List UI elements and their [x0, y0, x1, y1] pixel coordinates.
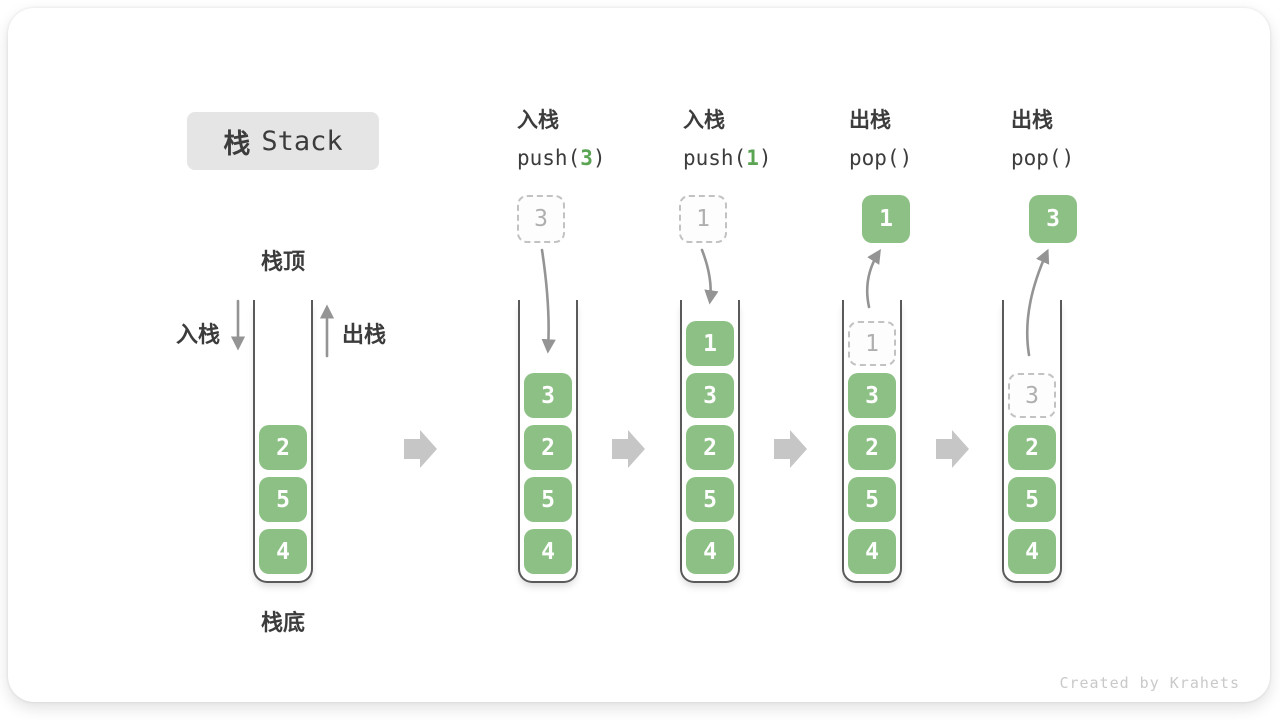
- stack-cell: 4: [686, 529, 734, 574]
- stack-cell: 3: [686, 373, 734, 418]
- op-code: push(3): [517, 146, 606, 170]
- pop-direction-label: 出栈: [342, 323, 387, 348]
- stack-bottom-label: 栈底: [260, 611, 305, 636]
- op-code: push(1): [683, 146, 772, 170]
- stack-ghost-cell: 1: [848, 321, 896, 366]
- stack-cell: 5: [686, 477, 734, 522]
- stack-cell: 2: [1008, 425, 1056, 470]
- stack-cell: 3: [524, 373, 572, 418]
- op-arg: 1: [746, 146, 759, 170]
- stack-cell: 5: [259, 477, 307, 522]
- op-name: 出栈: [1011, 108, 1053, 132]
- stack-cell: 5: [524, 477, 572, 522]
- floating-popped-cell: 1: [862, 195, 910, 243]
- step-header-push-1: 入栈 push(1): [683, 101, 772, 177]
- step-header-push-3: 入栈 push(3): [517, 101, 606, 177]
- stack-cell: 2: [848, 425, 896, 470]
- stack-column-after-push-1: 1 3 2 5 4: [680, 300, 740, 583]
- floating-popped-cell: 3: [1029, 195, 1077, 243]
- stack-cell: 2: [259, 425, 307, 470]
- op-arg: 3: [580, 146, 593, 170]
- stack-column-after-pop-1: 1 3 2 5 4: [842, 300, 902, 583]
- floating-ghost-cell: 3: [517, 195, 565, 243]
- op-name: 入栈: [517, 108, 559, 132]
- title-badge: 栈 Stack: [187, 112, 379, 170]
- stack-cell: 1: [686, 321, 734, 366]
- stack-cell: 3: [848, 373, 896, 418]
- op-code: pop(): [1011, 146, 1075, 170]
- title-zh: 栈: [223, 128, 251, 160]
- stack-column-after-pop-3: 3 2 5 4: [1002, 300, 1062, 583]
- stack-cell: 4: [848, 529, 896, 574]
- op-code: pop(): [849, 146, 913, 170]
- push-direction-label: 入栈: [176, 323, 221, 348]
- stack-cell: 5: [1008, 477, 1056, 522]
- stack-cell: 2: [524, 425, 572, 470]
- stack-column-after-push-3: 3 2 5 4: [518, 300, 578, 583]
- title-en: Stack: [261, 125, 343, 157]
- stack-cell: 4: [524, 529, 572, 574]
- step-header-pop-2: 出栈 pop(): [1011, 101, 1074, 177]
- watermark: Created by Krahets: [1059, 674, 1240, 692]
- step-header-pop-1: 出栈 pop(): [849, 101, 912, 177]
- op-name: 出栈: [849, 108, 891, 132]
- stack-cell: 5: [848, 477, 896, 522]
- stack-column-initial: 2 5 4: [253, 300, 313, 583]
- op-name: 入栈: [683, 108, 725, 132]
- stack-cell: 4: [1008, 529, 1056, 574]
- stack-cell: 4: [259, 529, 307, 574]
- stack-ghost-cell: 3: [1008, 373, 1056, 418]
- floating-ghost-cell: 1: [679, 195, 727, 243]
- stack-cell: 2: [686, 425, 734, 470]
- stack-top-label: 栈顶: [260, 250, 305, 275]
